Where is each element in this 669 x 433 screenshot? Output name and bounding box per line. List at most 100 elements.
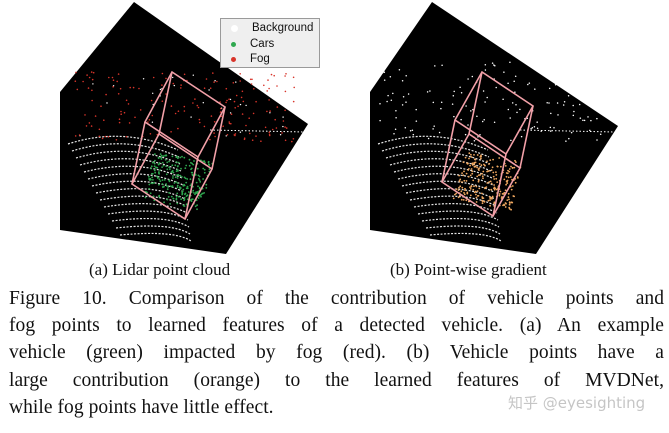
background-point [509, 61, 511, 64]
car-point [151, 176, 154, 179]
gradient-point [465, 172, 468, 175]
background-point [519, 108, 521, 111]
background-point [484, 101, 486, 103]
fog-point [165, 93, 167, 95]
gradient-point [462, 174, 465, 177]
car-point [182, 184, 185, 187]
scene-background [60, 2, 308, 254]
background-point [412, 133, 415, 136]
background-point [401, 80, 404, 82]
gradient-point [498, 193, 501, 195]
background-point [520, 135, 523, 138]
fog-point [285, 127, 288, 129]
gradient-point [466, 191, 469, 194]
background-point [426, 91, 429, 93]
fog-point [87, 87, 90, 89]
car-points [144, 153, 214, 211]
lidar-streak [381, 143, 490, 158]
gradient-point [475, 201, 478, 203]
fog-point [213, 81, 215, 83]
car-point [158, 162, 161, 165]
gradient-point [476, 175, 479, 178]
background-point [229, 112, 232, 114]
background-point [465, 105, 467, 107]
fog-point [101, 137, 104, 140]
gradient-point [505, 180, 508, 183]
background-point [567, 95, 570, 97]
car-point [196, 191, 199, 193]
background-point [570, 77, 573, 80]
background-point [525, 62, 527, 65]
background-point [549, 69, 552, 71]
background-point [383, 79, 386, 81]
car-point [148, 179, 151, 181]
fog-point [85, 125, 88, 127]
fog-point [84, 114, 86, 116]
background-point [279, 134, 282, 136]
car-point [150, 165, 153, 168]
background-point [562, 104, 565, 106]
lidar-streak [397, 173, 494, 186]
fog-point [239, 73, 241, 75]
lidar-point-cloud-figure [60, 2, 310, 254]
gradient-point [505, 172, 508, 174]
fog-point [147, 121, 149, 123]
car-point [176, 177, 179, 179]
gradient-point [469, 188, 472, 190]
background-point [476, 115, 478, 117]
fog-point [212, 72, 214, 74]
gradient-point [477, 180, 480, 183]
fog-point [199, 121, 201, 124]
fog-point [274, 118, 276, 121]
background-point [379, 119, 381, 122]
background-point [415, 120, 418, 122]
car-point [154, 153, 156, 156]
car-point [180, 198, 182, 201]
background-point [245, 104, 247, 107]
fog-point [180, 87, 182, 89]
car-point [175, 195, 178, 198]
car-point [150, 182, 153, 185]
lidar-streak [425, 225, 501, 235]
gradient-point [469, 186, 471, 189]
background-point [566, 75, 568, 78]
fog-point [74, 135, 77, 137]
gradient-point [508, 203, 511, 206]
car-point [186, 194, 189, 197]
fog-point [161, 72, 164, 75]
gradient-point [493, 187, 495, 190]
gradient-point [509, 176, 512, 178]
car-point [187, 191, 190, 193]
caption-line: vehicle (green) impacted by fog (red). (… [9, 342, 664, 364]
background-point [515, 104, 517, 106]
car-point [173, 182, 176, 184]
car-point [184, 167, 187, 170]
background-point [604, 114, 606, 116]
background-point [598, 64, 600, 66]
car-point [183, 199, 185, 202]
fog-point [232, 82, 235, 84]
background-point [208, 89, 210, 91]
car-point [192, 189, 195, 192]
car-point [174, 164, 177, 167]
car-point [192, 163, 195, 166]
fog-point [260, 140, 262, 142]
gradient-point [475, 193, 477, 196]
background-point [603, 94, 606, 96]
car-point [172, 197, 175, 200]
fog-point [226, 134, 229, 136]
fog-point [91, 89, 93, 92]
background-point [477, 136, 479, 138]
car-point [176, 165, 179, 168]
gradient-point [507, 176, 510, 179]
background-point [392, 92, 394, 95]
background-point [590, 119, 592, 122]
gradient-point [481, 192, 483, 195]
gradient-point [475, 185, 478, 188]
gradient-point [462, 161, 465, 164]
car-point [151, 172, 153, 175]
fog-point [243, 138, 246, 141]
background-point [285, 105, 287, 108]
background-point [572, 104, 574, 107]
car-point [207, 163, 210, 166]
